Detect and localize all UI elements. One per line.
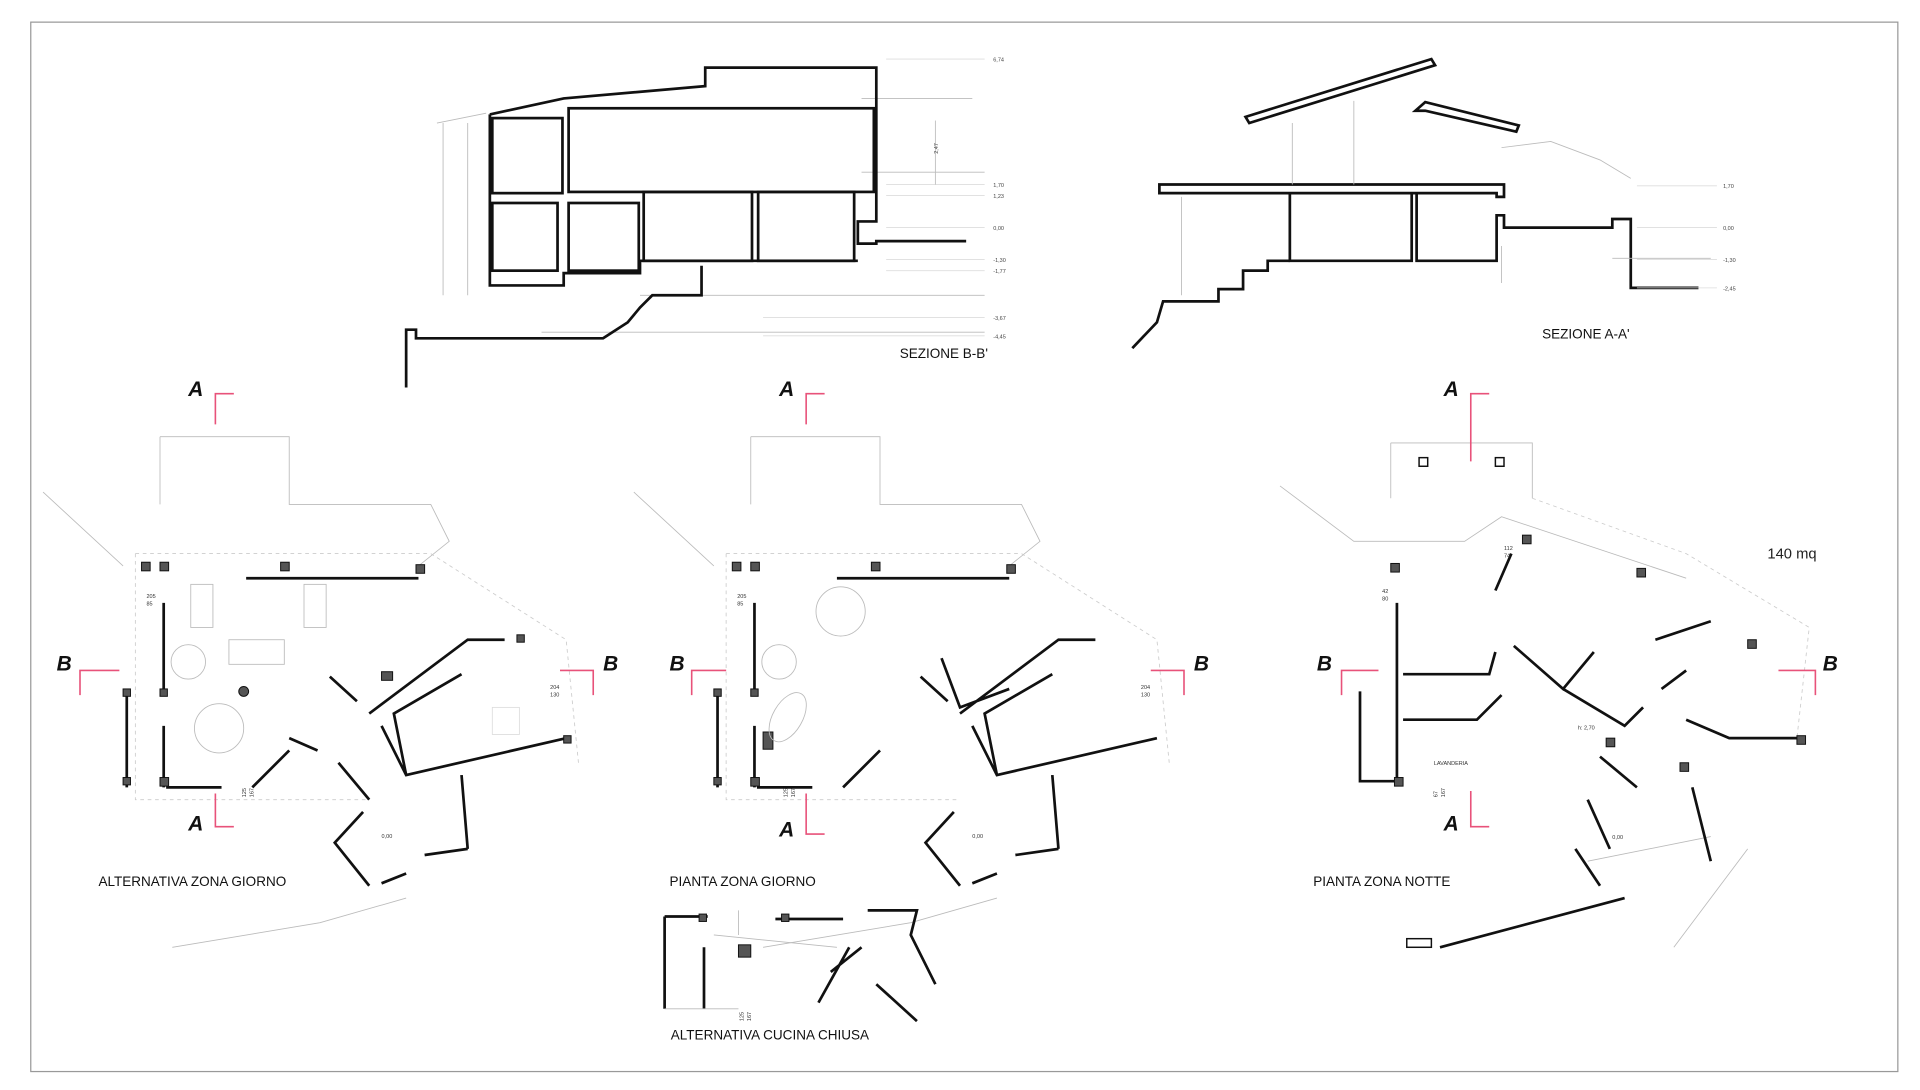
level-label: -1,30 [993, 258, 1006, 264]
section-marker-a: A [187, 378, 203, 401]
section-marker-b: B [57, 652, 72, 675]
level-label: 1,70 [993, 183, 1004, 189]
dimension-label: 125 [739, 1012, 745, 1021]
level-label: 0,00 [972, 834, 983, 840]
dimension-label: 85 [737, 601, 743, 607]
dimension-label: 130 [1141, 692, 1150, 698]
dimension-label: 125 [784, 788, 790, 797]
section-marker-a: A [778, 819, 794, 842]
dimension-label: 167 [791, 788, 797, 797]
plan-pianta-zona-giorno: 205 85 204 130 125 167 0,00 PIANTA ZONA … [633, 378, 1209, 948]
dimension-label: 125 [242, 788, 248, 797]
level-label: -4,45 [993, 334, 1006, 340]
dimension-label: 74 [1504, 553, 1510, 559]
level-label: 0,00 [1612, 835, 1623, 841]
section-marker-a: A [187, 812, 203, 835]
dimension-label: 130 [550, 692, 559, 698]
section-marker-a: A [778, 378, 794, 401]
section-marker-b: B [1194, 652, 1209, 675]
height-note: 2,47 [934, 143, 940, 154]
sheet-border [30, 21, 1899, 1073]
dimension-label: 42 [1382, 589, 1388, 595]
level-label: -2,45 [1723, 286, 1736, 292]
plan-alternativa-cucina-chiusa: 125 167 ALTERNATIVA CUCINA CHIUSA [663, 909, 937, 1043]
dimension-label: 112 [1504, 546, 1513, 552]
plan-title: PIANTA ZONA GIORNO [670, 874, 816, 889]
dimension-label: 167 [250, 788, 256, 797]
dimension-label: 205 [146, 594, 155, 600]
dimension-label: 204 [1141, 685, 1150, 691]
level-label: -1,77 [993, 269, 1006, 275]
level-label: -3,67 [993, 316, 1006, 322]
section-marker-b: B [1317, 652, 1332, 675]
area-label: 140 mq [1767, 547, 1816, 563]
dimension-label: 80 [1382, 596, 1388, 602]
section-aa: 1,70 0,00 -1,30 -2,45 SEZIONE A-A' [1131, 57, 1736, 350]
level-label: 1,23 [993, 194, 1004, 200]
level-label: 6,74 [993, 58, 1004, 64]
section-marker-b: B [603, 652, 618, 675]
section-marker-a: A [1443, 378, 1459, 401]
level-label: 1,70 [1723, 184, 1734, 190]
section-bb-title: SEZIONE B-B' [900, 346, 988, 361]
dimension-label: 167 [1441, 788, 1447, 797]
section-bb: 2,47 6,74 1,70 1,23 0,00 -1,30 -1,77 -3,… [404, 58, 1006, 388]
level-label: 0,00 [382, 834, 393, 840]
section-marker-b: B [1823, 652, 1838, 675]
dimension-label: 67 [1434, 791, 1440, 797]
dimension-label: 204 [550, 685, 559, 691]
section-marker-a: A [1443, 812, 1459, 835]
plan-title: ALTERNATIVA CUCINA CHIUSA [671, 1028, 869, 1043]
level-label: 0,00 [993, 226, 1004, 232]
plan-title: PIANTA ZONA NOTTE [1313, 874, 1450, 889]
dimension-label: 85 [146, 601, 152, 607]
height-label: h: 2,70 [1578, 726, 1595, 732]
section-marker-b: B [670, 652, 685, 675]
plan-title: ALTERNATIVA ZONA GIORNO [98, 874, 286, 889]
plan-pianta-zona-notte: 140 mq LAVANDERIA h: 2,70 42 80 112 74 6… [1279, 378, 1838, 949]
dimension-label: 205 [737, 594, 746, 600]
plan-alternativa-zona-giorno: 205 85 204 130 125 167 0,00 ALTERNATIVA … [42, 378, 618, 948]
section-aa-title: SEZIONE A-A' [1542, 326, 1629, 341]
dimension-label: 167 [747, 1012, 753, 1021]
level-label: -1,30 [1723, 258, 1736, 264]
level-label: 0,00 [1723, 226, 1734, 232]
room-label-lavanderia: LAVANDERIA [1434, 761, 1468, 767]
